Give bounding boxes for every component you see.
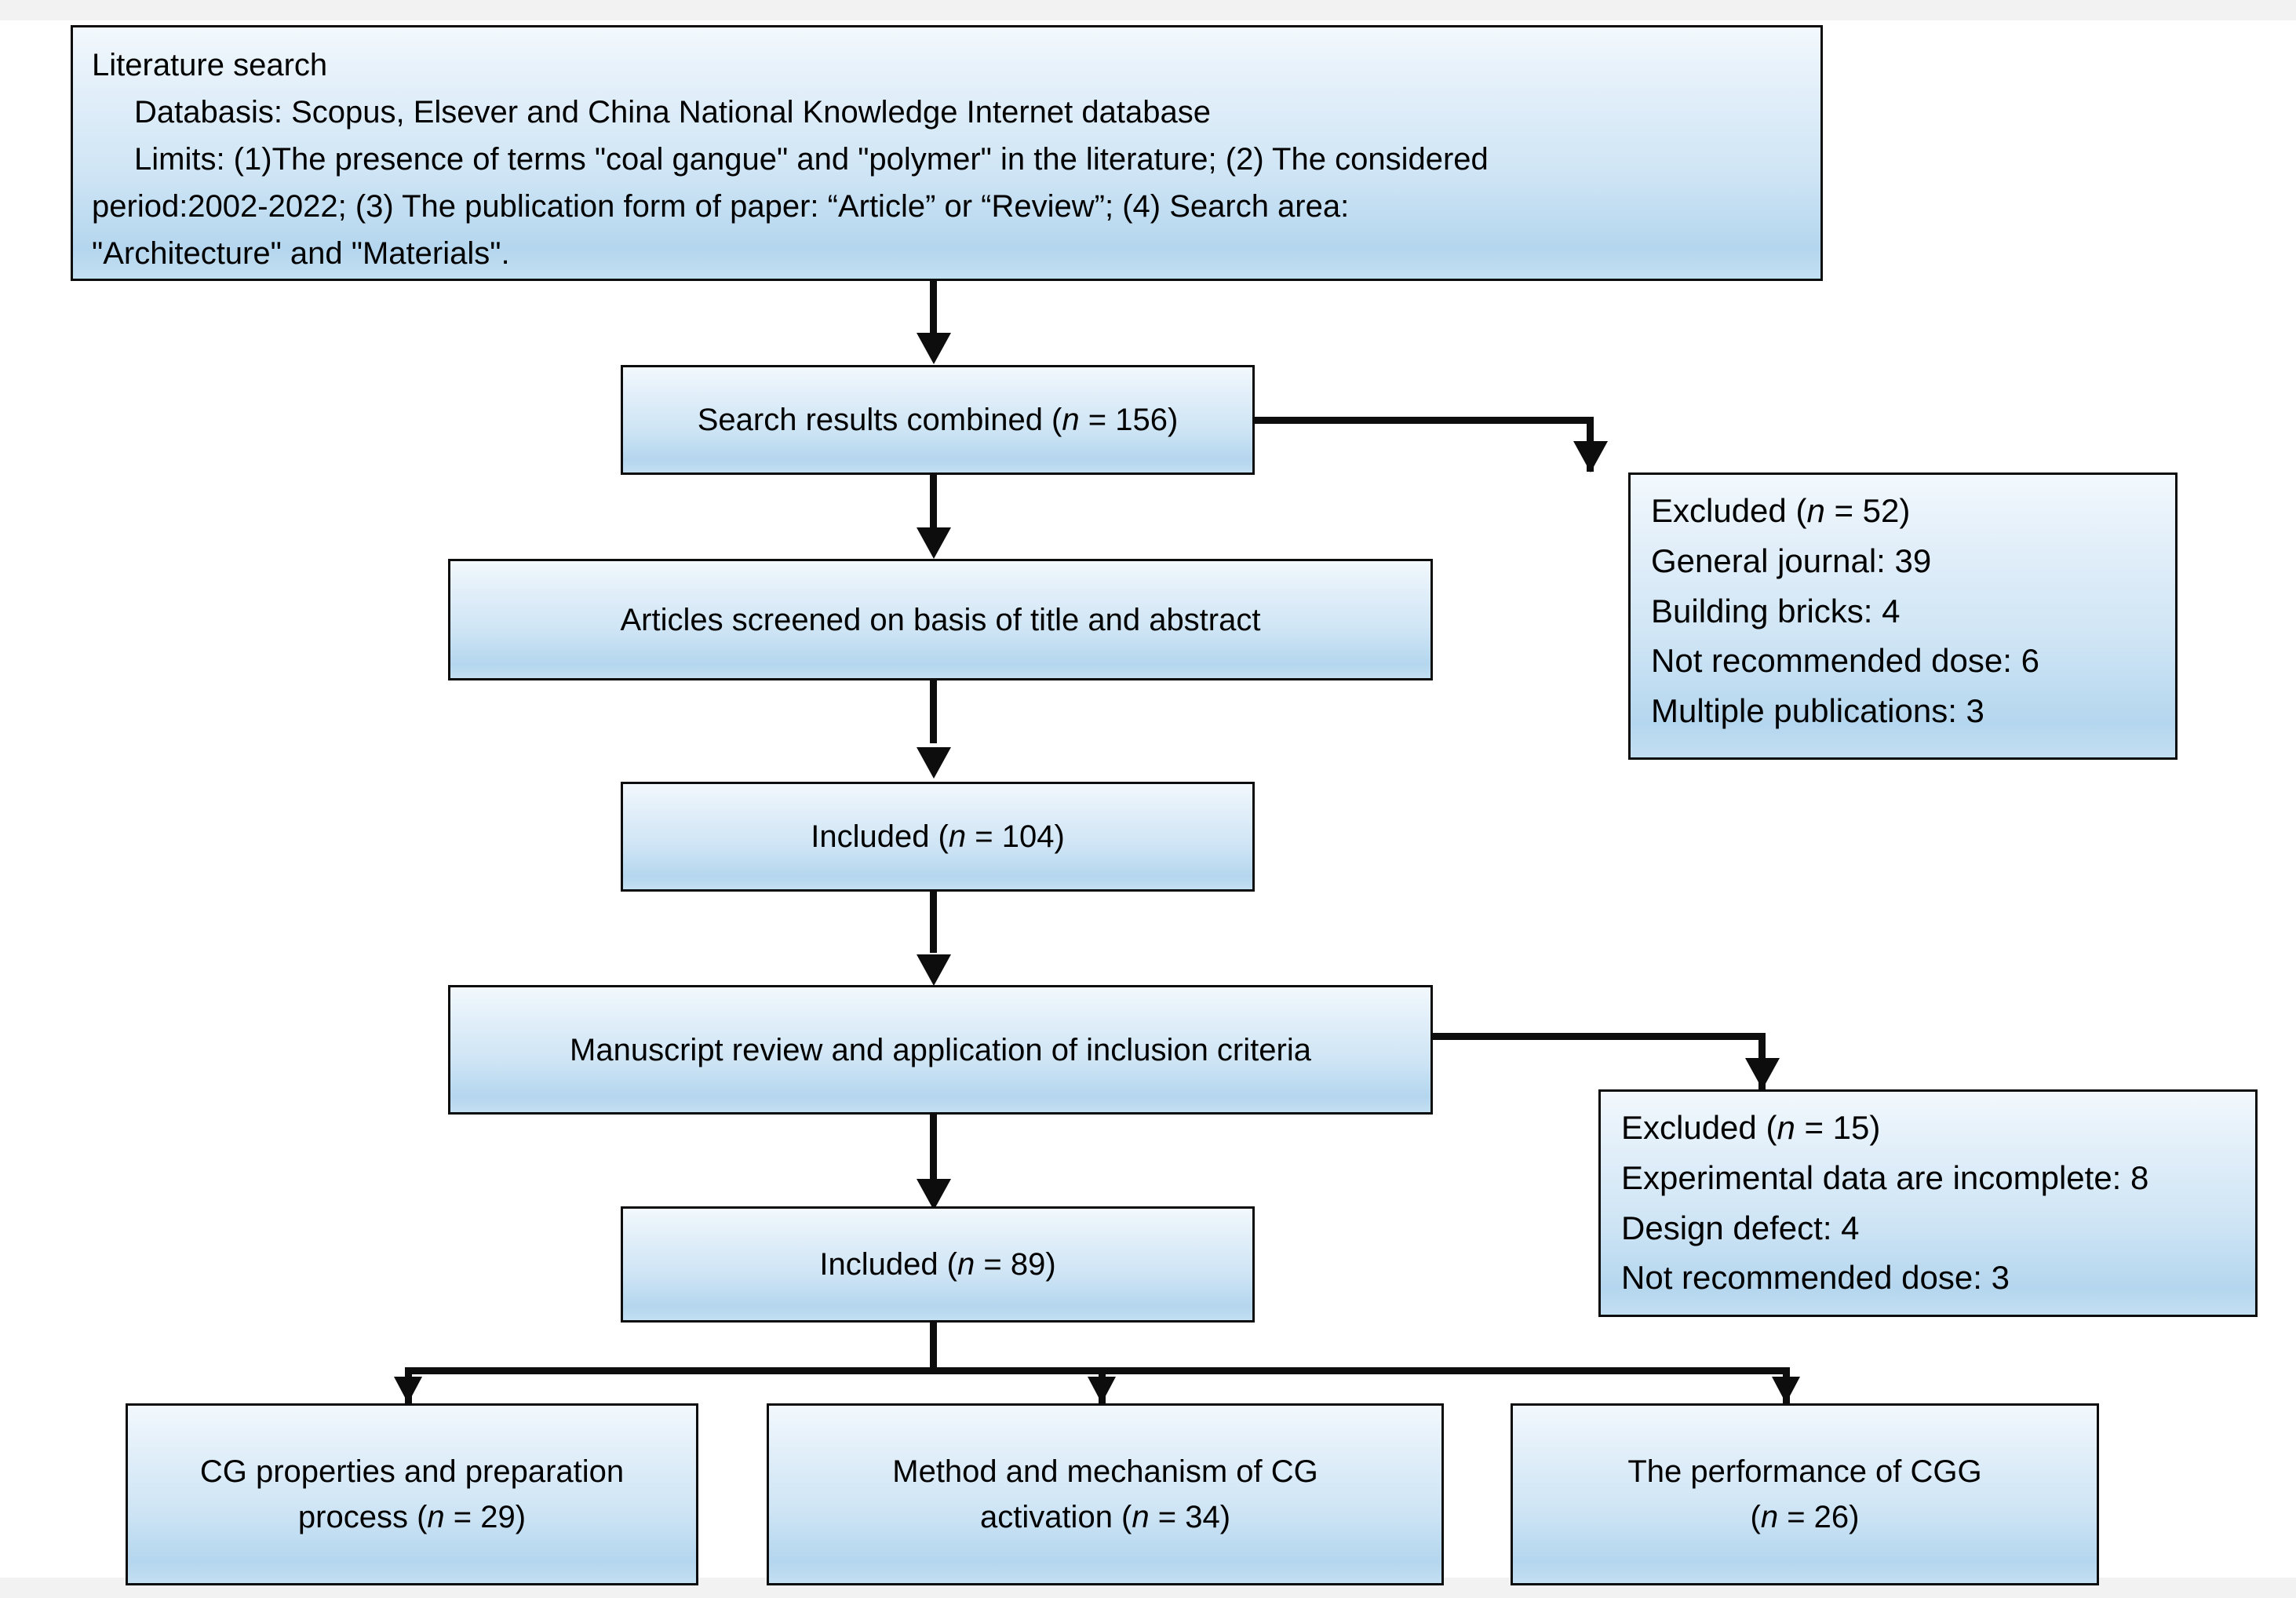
connector-screened-to-included104 xyxy=(930,680,937,743)
excluded-15-heading: Excluded (n = 15) xyxy=(1621,1109,1881,1146)
outcome-1-label: CG properties and preparation process (n… xyxy=(200,1449,624,1540)
node-outcome-cg-properties[interactable]: CG properties and preparation process (n… xyxy=(126,1403,698,1585)
literature-search-line-2: Databasis: Scopus, Elsever and China Nat… xyxy=(134,95,1211,130)
articles-screened-label: Articles screened on basis of title and … xyxy=(620,602,1261,637)
outcome-2-label: Method and mechanism of CG activation (n… xyxy=(892,1449,1317,1540)
literature-search-line-4: period:2002-2022; (3) The publication fo… xyxy=(92,189,1350,224)
connector-manuscript-to-excluded15-horizontal xyxy=(1433,1033,1766,1040)
literature-search-line-5: "Architecture" and "Materials". xyxy=(92,236,510,271)
connector-included89-distribution-bar xyxy=(405,1367,1789,1374)
outcome-3-label: The performance of CGG (n = 26) xyxy=(1627,1449,1981,1540)
manuscript-review-label: Manuscript review and application of inc… xyxy=(570,1032,1311,1067)
node-articles-screened[interactable]: Articles screened on basis of title and … xyxy=(448,559,1433,680)
outcome-2-line-1: Method and mechanism of CG xyxy=(892,1454,1318,1489)
node-included-104[interactable]: Included (n = 104) xyxy=(621,782,1255,892)
outcome-2-line-2: activation (n = 34) xyxy=(979,1500,1231,1534)
arrowhead-branch-middle xyxy=(1088,1377,1116,1403)
node-search-results-combined[interactable]: Search results combined (n = 156) xyxy=(621,365,1255,475)
top-edge-strip xyxy=(0,0,2296,20)
excluded-52-reason: Building bricks: 4 xyxy=(1651,592,1901,629)
arrowhead-literature-to-search xyxy=(917,333,951,364)
excluded-15-reason: Not recommended dose: 3 xyxy=(1621,1259,2010,1297)
excluded-52-heading: Excluded (n = 52) xyxy=(1651,492,1911,529)
excluded-52-reason: Multiple publications: 3 xyxy=(1651,692,1984,730)
outcome-3-line-1: The performance of CGG xyxy=(1627,1454,1982,1489)
included-104-label: Included (n = 104) xyxy=(811,819,1065,854)
literature-search-line-1: Literature search xyxy=(92,48,328,82)
node-included-89[interactable]: Included (n = 89) xyxy=(621,1206,1255,1323)
connector-search-to-screened xyxy=(930,475,937,531)
connector-search-to-excluded52-horizontal xyxy=(1255,417,1594,424)
excluded-15-reason: Experimental data are incomplete: 8 xyxy=(1621,1158,2149,1196)
excluded-15-reason: Design defect: 4 xyxy=(1621,1209,1860,1246)
node-literature-search[interactable]: Literature search Databasis: Scopus, Els… xyxy=(71,25,1823,281)
outcome-1-line-2: process (n = 29) xyxy=(297,1500,527,1534)
arrowhead-screened-to-included104 xyxy=(917,747,951,779)
arrowhead-search-to-screened xyxy=(917,527,951,559)
outcome-3-line-2: (n = 26) xyxy=(1750,1500,1860,1534)
node-excluded-52[interactable]: Excluded (n = 52) General journal: 39 Bu… xyxy=(1628,472,2178,760)
node-excluded-15[interactable]: Excluded (n = 15) Experimental data are … xyxy=(1598,1089,2258,1317)
outcome-1-line-1: CG properties and preparation xyxy=(199,1454,625,1489)
connector-manuscript-to-included89 xyxy=(930,1115,937,1179)
literature-search-line-3: Limits: (1)The presence of terms "coal g… xyxy=(134,142,1489,177)
arrowhead-branch-right xyxy=(1772,1377,1800,1403)
search-results-label: Search results combined (n = 156) xyxy=(697,403,1179,437)
included-89-label: Included (n = 89) xyxy=(819,1247,1056,1282)
connector-included104-to-manuscript xyxy=(930,892,937,953)
excluded-52-reason: Not recommended dose: 6 xyxy=(1651,642,2039,680)
connector-included89-stem xyxy=(930,1323,937,1372)
node-outcome-cgg-performance[interactable]: The performance of CGG (n = 26) xyxy=(1511,1403,2099,1585)
node-manuscript-review[interactable]: Manuscript review and application of inc… xyxy=(448,985,1433,1115)
arrowhead-branch-left xyxy=(394,1377,422,1403)
arrowhead-included104-to-manuscript xyxy=(917,954,951,986)
excluded-52-reason: General journal: 39 xyxy=(1651,542,1932,579)
arrowhead-manuscript-to-included89 xyxy=(917,1179,951,1210)
connector-literature-to-search xyxy=(930,281,937,336)
arrowhead-search-to-excluded52 xyxy=(1573,441,1608,472)
node-outcome-activation-method[interactable]: Method and mechanism of CG activation (n… xyxy=(767,1403,1444,1585)
arrowhead-manuscript-to-excluded15 xyxy=(1745,1058,1780,1089)
